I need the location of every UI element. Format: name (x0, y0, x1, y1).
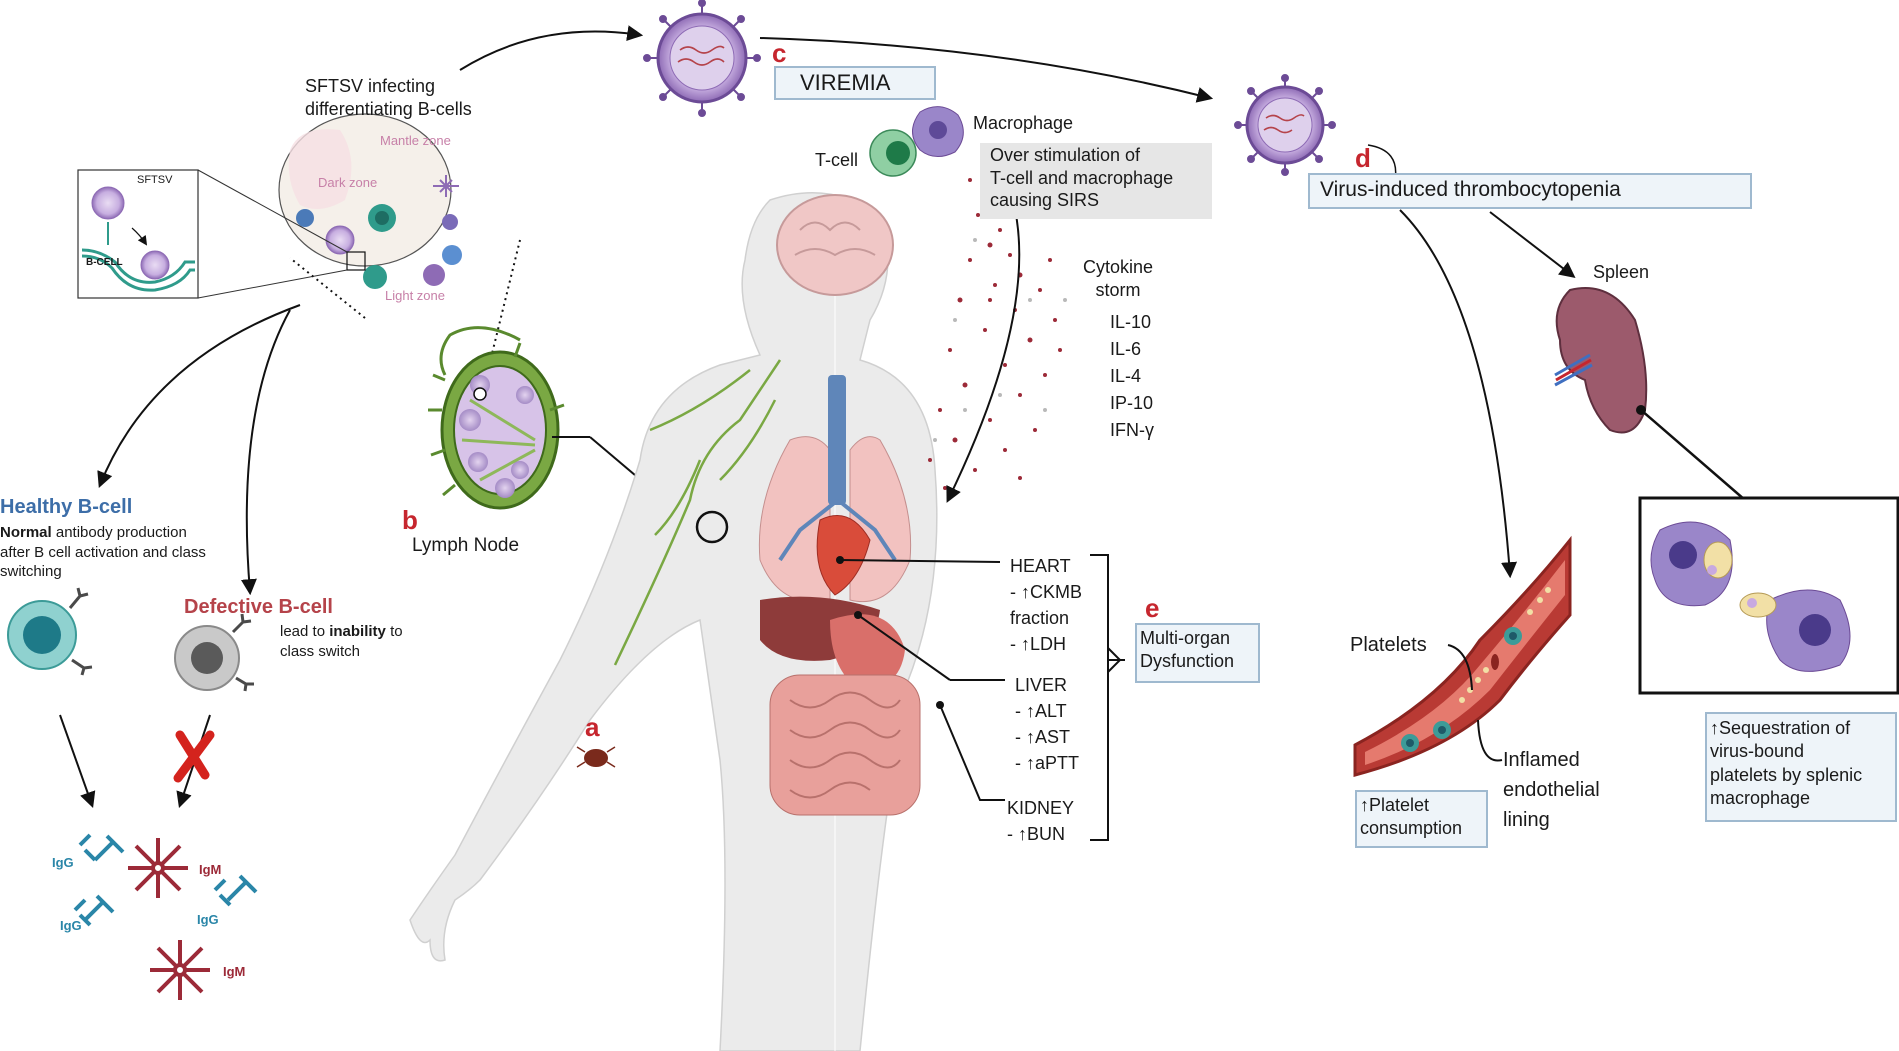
cross-icon (173, 730, 215, 783)
cytokine-storm-label: Cytokine storm (1083, 257, 1154, 301)
cytokine-particles (928, 178, 1062, 490)
defective-desc-text-1: lead to (280, 623, 330, 640)
blood-vessel-illustration (1353, 535, 1572, 777)
defective-bcell-title: Defective B-cell (184, 596, 333, 618)
defective-bcell-icon (174, 613, 254, 692)
panel-label-b: b (402, 505, 418, 535)
cytokine-item: IL-10 (1110, 312, 1152, 332)
arrow (1399, 209, 1518, 579)
kidney-findings: KIDNEY - ↑BUN (1007, 798, 1075, 845)
sirs-box (980, 143, 1212, 219)
cytokine-item: IP-10 (1110, 393, 1154, 413)
multi-organ-box (1135, 623, 1260, 683)
arrow (59, 714, 96, 809)
multi-organ-label: Multi-organ Dysfunction (1140, 628, 1235, 672)
cytokine-item: IL-6 (1110, 339, 1142, 359)
arrow (459, 25, 644, 71)
healthy-bcell-description: Normal antibody production after B cell … (0, 523, 206, 582)
viremia-box (774, 66, 936, 100)
macrophage-label: Macrophage (973, 113, 1074, 133)
panel-label-c: c (772, 38, 787, 68)
viremia-label: VIREMIA (800, 70, 891, 95)
thrombocytopenia-label: Virus-induced thrombocytopenia (1320, 178, 1621, 201)
sequestration-label: ↑Sequestration of virus-bound platelets … (1710, 718, 1863, 809)
sftsv-inset (77, 169, 348, 299)
sftsv-infecting-label: SFTSV infecting differentiating B-cells (305, 76, 472, 119)
healthy-bcell-desc-text: antibody production after B cell activat… (0, 524, 206, 580)
platelet-consumption-label: ↑Platelet consumption (1360, 795, 1463, 839)
virus-icon (643, 0, 761, 117)
inset-sftsv-label: SFTSV (137, 174, 173, 186)
germinal-center (278, 113, 462, 289)
panel-label-a: a (585, 712, 600, 742)
dark-zone-label: Dark zone (318, 175, 378, 190)
zoom-line (289, 257, 366, 319)
defective-desc-text-2: to class switch (280, 623, 403, 660)
defective-desc-bold: inability (329, 623, 386, 640)
cytokine-item: IFN-γ (1110, 420, 1154, 440)
platelets-label: Platelets (1350, 634, 1427, 656)
light-zone-label: Light zone (385, 288, 445, 303)
cell-icon (296, 209, 314, 227)
lymph-node-illustration (428, 326, 565, 510)
liver-findings: LIVER - ↑ALT - ↑AST - ↑aPTT (1015, 675, 1080, 774)
zoom-line (487, 239, 521, 371)
virus-icon (1234, 74, 1336, 176)
panel-label-d: d (1355, 143, 1371, 173)
panel-label-e: e (1145, 593, 1160, 623)
lymph-node-label: Lymph Node (412, 535, 520, 556)
heart-findings: HEART - ↑CKMB fraction - ↑LDH (1010, 556, 1082, 655)
healthy-bcell-desc-bold: Normal (0, 524, 52, 541)
spleen-label: Spleen (1593, 262, 1650, 282)
thrombocytopenia-box (1308, 173, 1752, 209)
human-body (409, 180, 938, 1051)
arrow (946, 189, 1021, 503)
sequestration-box (1705, 712, 1897, 822)
antibody-icons (73, 833, 258, 1000)
igm-label: IgM (223, 964, 246, 979)
over-stimulation-label: Over stimulation of T-cell and macrophag… (990, 145, 1174, 210)
arrow (1489, 211, 1576, 278)
cytokine-item: IL-4 (1110, 366, 1142, 386)
mantle-zone-label: Mantle zone (380, 133, 451, 148)
arrow (759, 37, 1214, 103)
igg-label: IgG (60, 918, 82, 933)
spleen-icon (1554, 287, 1746, 501)
inset-bcell-label: B-CELL (86, 257, 123, 268)
arrow (240, 309, 291, 596)
igm-label: IgM (199, 862, 222, 877)
splenic-macrophage-inset (1638, 496, 1899, 695)
platelet-consumption-box (1355, 790, 1488, 848)
defective-bcell-description: lead to inability to class switch (280, 622, 403, 661)
arrow (97, 304, 301, 488)
tcell-label: T-cell (815, 150, 859, 170)
inflamed-lining-label: Inflamed endothelial lining (1503, 749, 1600, 831)
igg-label: IgG (52, 855, 74, 870)
igg-label: IgG (197, 912, 219, 927)
healthy-bcell-title: Healthy B-cell (0, 496, 133, 518)
healthy-bcell-icon (7, 587, 93, 676)
